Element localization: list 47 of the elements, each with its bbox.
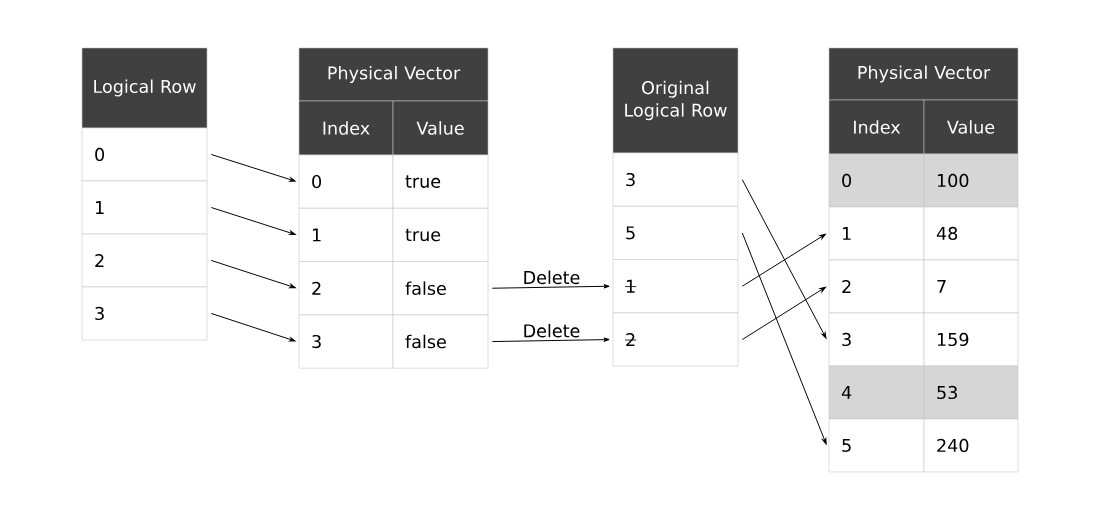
table-cell: 3 [828, 312, 925, 367]
arrow [210, 154, 296, 182]
table-cell: true [392, 154, 489, 209]
table-cell: 5 [612, 206, 739, 260]
arrow [741, 233, 826, 287]
table-cell: 0 [828, 153, 925, 208]
table-cell: false [392, 314, 489, 369]
edge-label: Delete [521, 322, 582, 339]
table-cell: 3 [298, 314, 394, 369]
header-cell: Value [923, 99, 1019, 155]
arrow [741, 286, 826, 341]
table-cell: 3 [612, 152, 739, 207]
table-cell: true [392, 208, 489, 262]
table-cell: 159 [923, 312, 1019, 367]
table-cell: 3 [81, 286, 208, 341]
arrow [210, 312, 296, 342]
table-cell: 1 [81, 180, 208, 235]
table-cell: 48 [923, 206, 1019, 261]
table-cell: 0 [81, 127, 208, 182]
table-cell: 240 [923, 418, 1019, 473]
header-cell: Logical Row [81, 47, 208, 129]
table-cell: 5 [828, 418, 925, 473]
arrow [741, 232, 827, 445]
header-cell: Physical Vector [298, 47, 489, 102]
arrow [491, 284, 610, 289]
edge-label: Delete [521, 269, 582, 286]
table-cell: 4 [828, 365, 925, 420]
table-cell: 7 [923, 259, 1019, 314]
table-cell: 2 [828, 259, 925, 314]
arrow [491, 337, 610, 343]
table-cell: 2 [612, 312, 739, 367]
table-cell: 53 [923, 365, 1019, 420]
table-cell: 0 [298, 154, 394, 209]
header-cell: Index [298, 100, 394, 156]
arrow [741, 179, 827, 339]
table-cell: 1 [298, 208, 394, 262]
header-cell: Value [392, 100, 489, 156]
table-cell: 100 [923, 153, 1019, 208]
arrow [210, 260, 296, 289]
header-cell: Physical Vector [828, 47, 1019, 101]
table-cell: 2 [81, 233, 208, 288]
header-cell: Original Logical Row [612, 47, 739, 154]
table-cell: 1 [828, 206, 925, 261]
table-cell: false [392, 261, 489, 316]
arrow [210, 207, 296, 236]
header-cell: Index [828, 99, 925, 155]
table-cell: 2 [298, 261, 394, 316]
